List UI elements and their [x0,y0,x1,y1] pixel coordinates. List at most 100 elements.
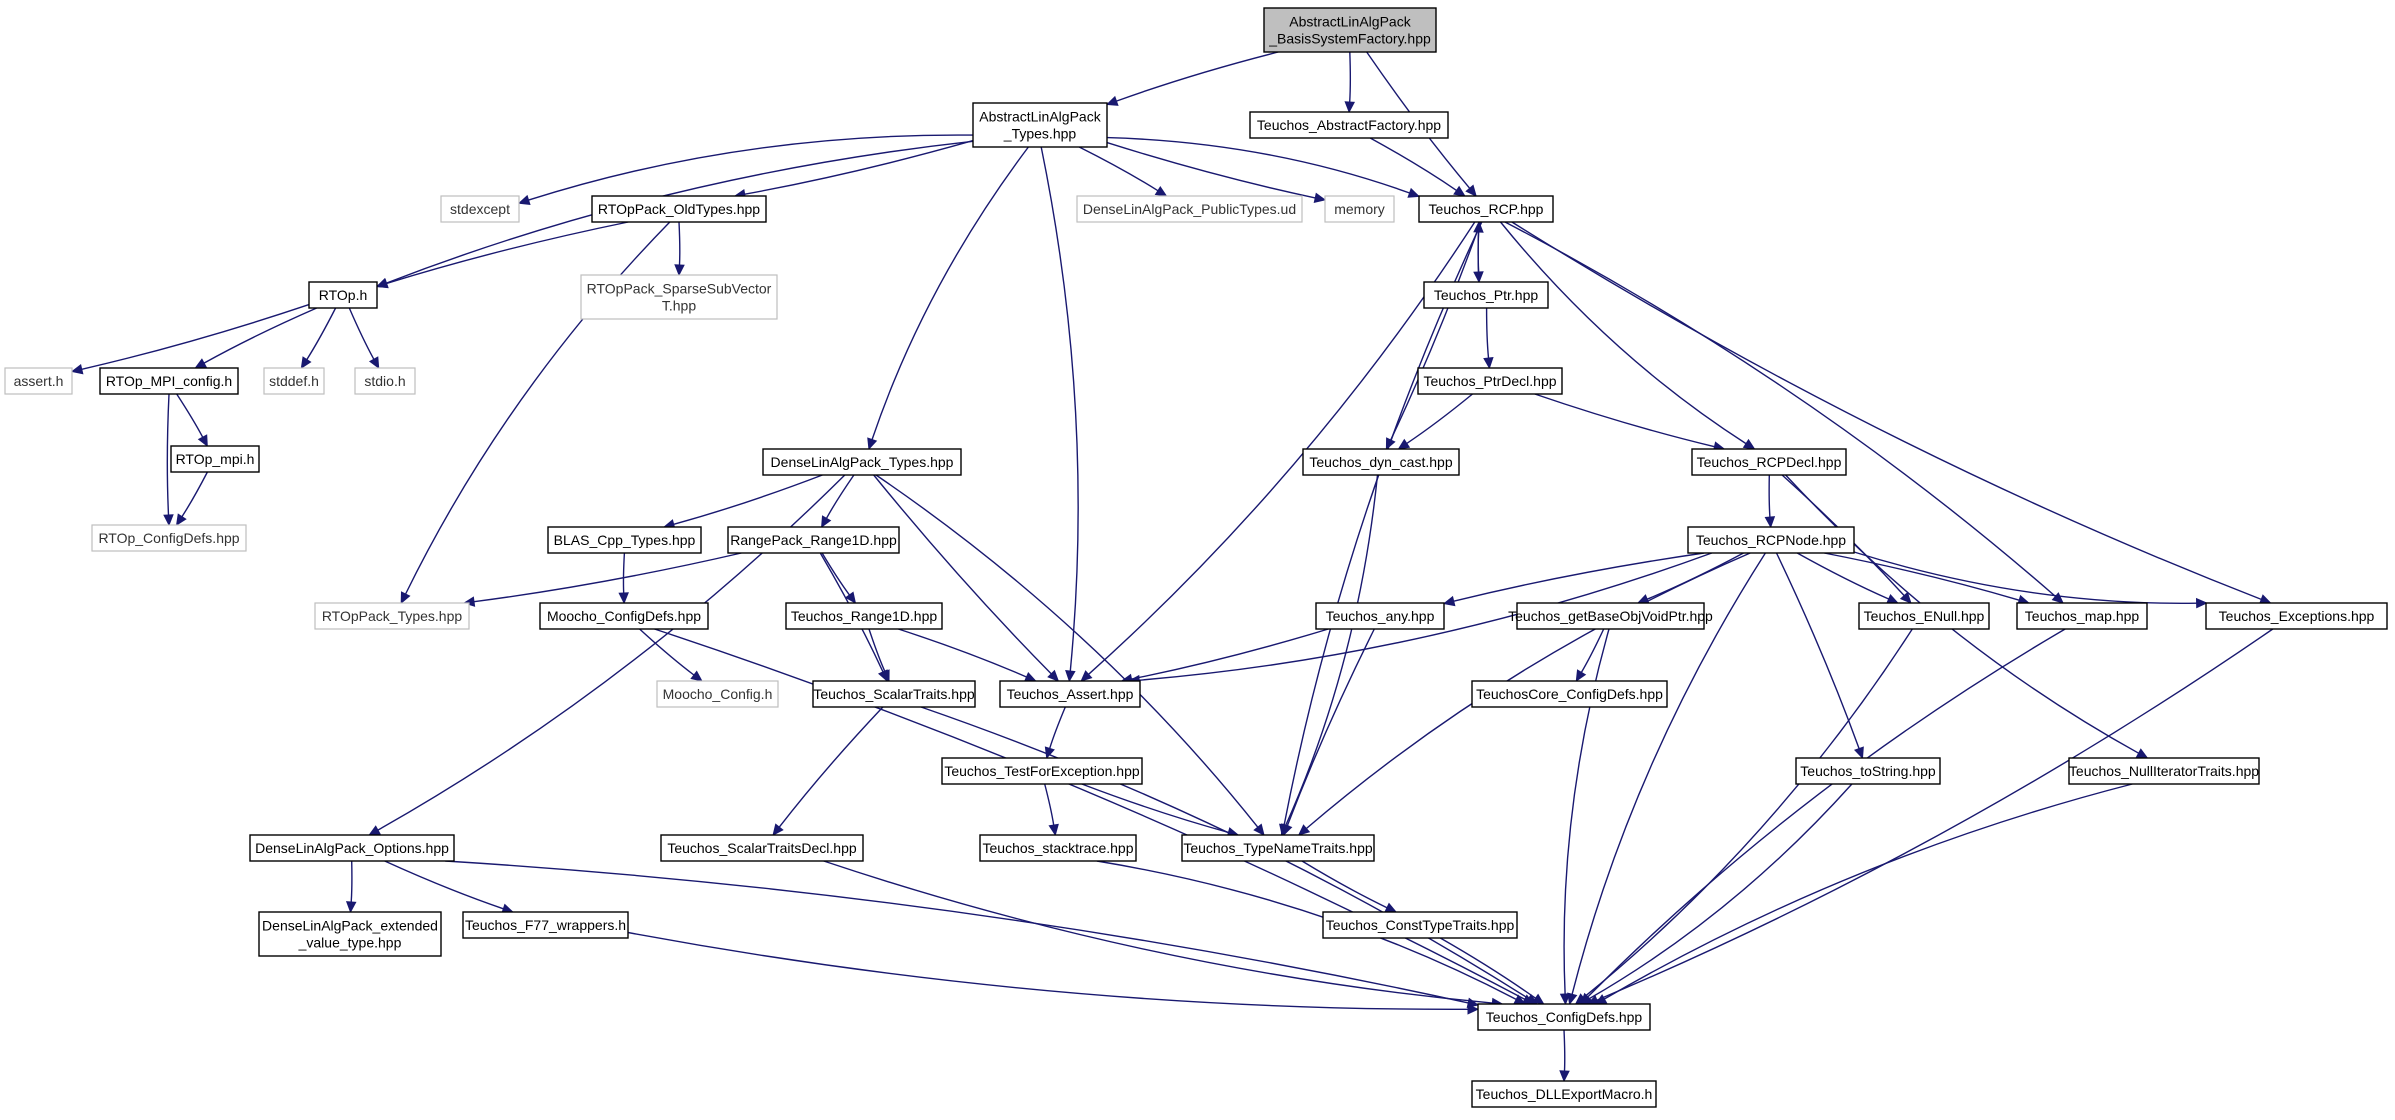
edge-arrowhead [400,591,411,605]
dependency-edge [1511,221,2272,605]
dependency-edge [1279,221,1483,837]
node-rtop-mpi[interactable]: RTOp_mpi.h [170,445,260,473]
edge-line [1286,628,1375,826]
node-box [1076,195,1303,223]
edge-line [1563,628,1610,995]
edge-arrowhead [70,364,84,375]
edge-arrowhead [368,825,381,836]
node-rtop-h[interactable]: RTOp.h [308,281,378,309]
node-rp-range1d[interactable]: RangePack_Range1D.hpp [727,526,900,554]
node-t-consttypetraits[interactable]: Teuchos_ConstTypeTraits.hpp [1322,911,1518,939]
edge-line [1604,783,2133,1000]
edge-line [1587,628,2066,998]
node-t-ptr[interactable]: Teuchos_Ptr.hpp [1423,281,1549,309]
node-blas-cpp[interactable]: BLAS_Cpp_Types.hpp [547,526,702,554]
dependency-edge [163,393,174,527]
node-box [941,757,1143,785]
node-box [547,526,702,554]
node-tcore-configdefs[interactable]: TeuchosCore_ConfigDefs.hpp [1471,680,1668,708]
edge-arrowhead [1407,187,1421,198]
node-moocho-configdefs[interactable]: Moocho_ConfigDefs.hpp [539,602,709,630]
edge-line [473,552,742,603]
node-box [1249,111,1449,139]
node-dlap-types[interactable]: DenseLinAlgPack_Types.hpp [762,448,962,476]
edge-line [1563,1029,1566,1072]
dependency-edge [1499,221,1756,450]
edge-arrowhead [1282,823,1293,837]
edge-arrowhead [197,434,208,448]
node-label: _Types.hpp [1003,126,1077,142]
edge-line [176,393,204,438]
dependency-edge [821,474,855,529]
edge-line [386,221,629,285]
node-t-nulliter[interactable]: Teuchos_NullIteratorTraits.hpp [2068,757,2260,785]
node-t-dllexport[interactable]: Teuchos_DLLExportMacro.h [1471,1080,1657,1108]
node-stddef: stddef.h [263,367,325,395]
node-box [99,367,239,395]
node-box [462,911,629,939]
node-box [1324,195,1395,223]
node-box [263,367,325,395]
node-dlap-options[interactable]: DenseLinAlgPack_Options.hpp [249,834,455,862]
edge-arrowhead [1513,994,1527,1005]
node-t-tostring[interactable]: Teuchos_toString.hpp [1795,757,1941,785]
node-dlap-publictypes: DenseLinAlgPack_PublicTypes.ud [1076,195,1303,223]
edge-arrowhead [1397,438,1411,450]
node-t-range1d[interactable]: Teuchos_Range1D.hpp [785,602,943,630]
node-t-testforexc[interactable]: Teuchos_TestForException.hpp [941,757,1143,785]
edge-arrowhead [1344,101,1356,114]
node-dlap-extended[interactable]: DenseLinAlgPack_extended_value_type.hpp [258,911,442,957]
node-stdexcept: stdexcept [440,195,520,223]
node-t-any[interactable]: Teuchos_any.hpp [1315,602,1445,630]
node-t-abstractfactory[interactable]: Teuchos_AbstractFactory.hpp [1249,111,1449,139]
edge-arrowhead [194,358,208,369]
node-rtop-oldtypes[interactable]: RTOpPack_OldTypes.hpp [591,195,767,223]
node-t-rcpnode[interactable]: Teuchos_RCPNode.hpp [1687,526,1855,554]
node-t-scalartraits[interactable]: Teuchos_ScalarTraits.hpp [812,680,976,708]
node-box [1263,7,1437,53]
node-t-assert[interactable]: Teuchos_Assert.hpp [999,680,1141,708]
node-t-rcp[interactable]: Teuchos_RCP.hpp [1418,195,1554,223]
node-box [1315,602,1445,630]
edge-line [678,221,681,266]
node-root[interactable]: AbstractLinAlgPack_BasisSystemFactory.hp… [1263,7,1437,53]
edge-line [445,860,1469,1004]
node-t-configdefs[interactable]: Teuchos_ConfigDefs.hpp [1477,1003,1651,1031]
edge-arrowhead [1048,823,1059,837]
node-t-dyncast[interactable]: Teuchos_dyn_cast.hpp [1302,448,1460,476]
edge-line [898,628,1027,678]
edge-line [1775,552,1860,749]
node-box [660,834,864,862]
node-t-stacktrace[interactable]: Teuchos_stacktrace.hpp [979,834,1137,862]
node-label: DenseLinAlgPack_Types.hpp [771,454,954,470]
node-t-ptrdecl[interactable]: Teuchos_PtrDecl.hpp [1417,367,1563,395]
node-alap-types[interactable]: AbstractLinAlgPack_Types.hpp [972,102,1108,148]
node-assert-h: assert.h [4,367,73,395]
dependency-edge [1301,860,1398,913]
node-label: Teuchos_ScalarTraits.hpp [813,686,975,702]
node-t-map[interactable]: Teuchos_map.hpp [2016,602,2148,630]
node-box [656,680,779,708]
dependency-edge [462,552,742,607]
edge-arrowhead [163,514,174,527]
node-label: Teuchos_toString.hpp [1800,763,1936,779]
node-t-rcpdecl[interactable]: Teuchos_RCPDecl.hpp [1691,448,1847,476]
node-label: Moocho_ConfigDefs.hpp [547,608,701,624]
node-box [308,281,378,309]
edge-arrowhead [1532,993,1545,1005]
edge-line [1588,783,1853,1000]
node-rtop-mpi-config[interactable]: RTOp_MPI_config.h [99,367,239,395]
node-t-enull[interactable]: Teuchos_ENull.hpp [1858,602,1990,630]
edge-arrowhead [1764,516,1776,529]
edge-line [871,146,1029,440]
edge-line [875,474,1259,828]
edge-arrowhead [1313,192,1327,203]
node-t-scalartraitsdecl[interactable]: Teuchos_ScalarTraitsDecl.hpp [660,834,864,862]
dependency-edge [639,628,703,682]
node-t-typenametraits[interactable]: Teuchos_TypeNameTraits.hpp [1181,834,1375,862]
node-t-exceptions[interactable]: Teuchos_Exceptions.hpp [2205,602,2388,630]
node-t-getbase[interactable]: Teuchos_getBaseObjVoidPtr.hpp [1508,602,1713,630]
node-t-f77[interactable]: Teuchos_F77_wrappers.h [462,911,629,939]
edge-arrowhead [879,669,890,683]
